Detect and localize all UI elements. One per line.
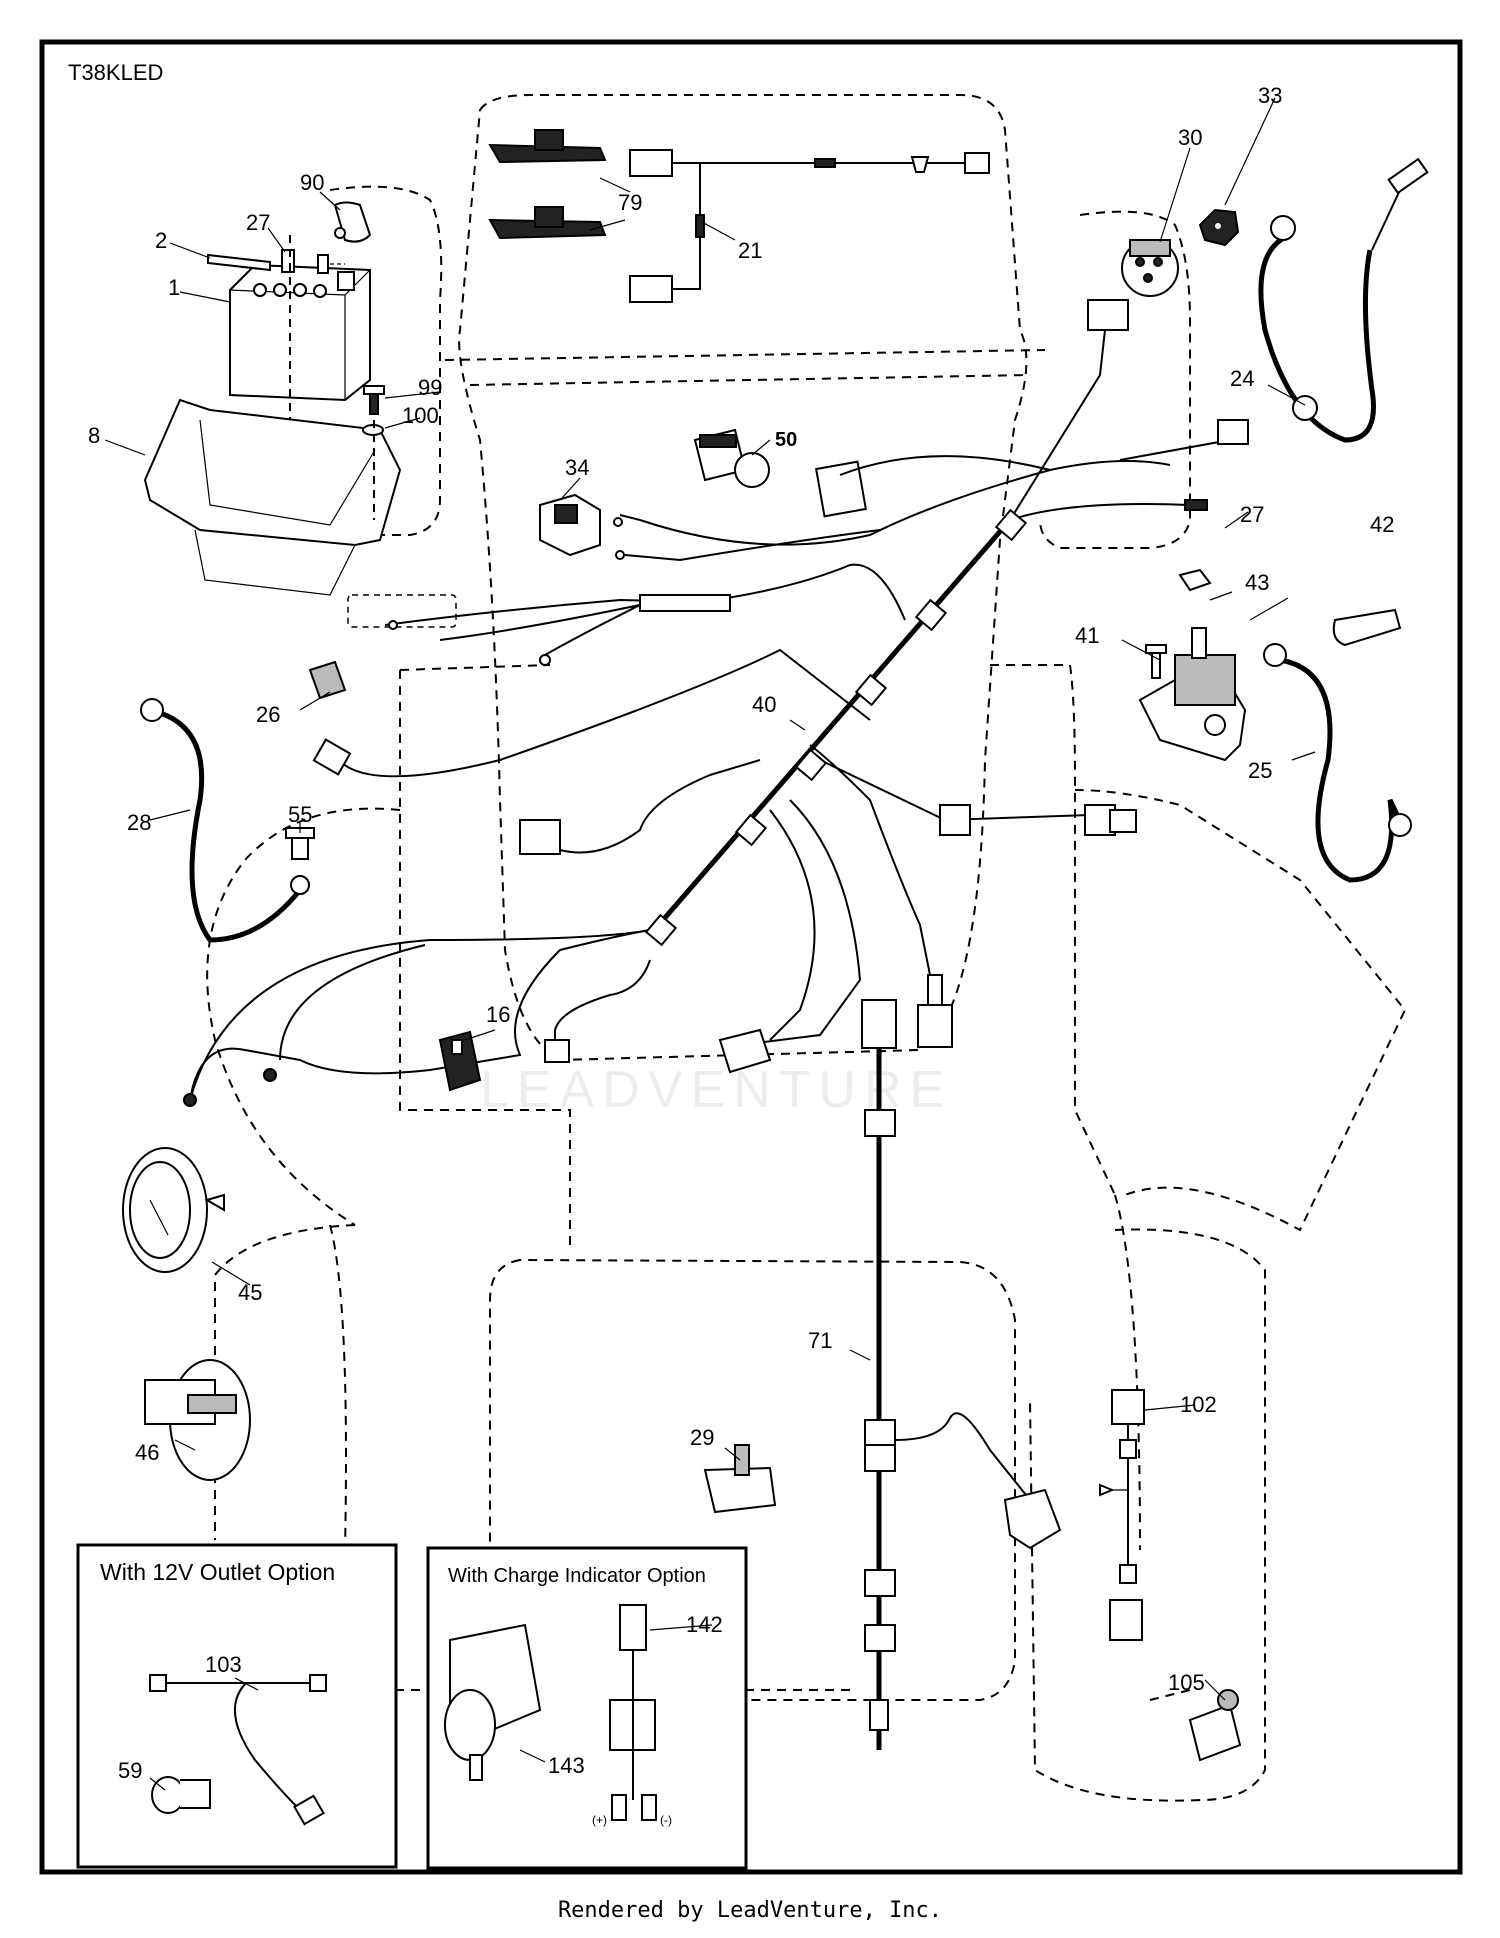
plunger-105 [1188, 1703, 1242, 1762]
battery-cable-25 [1279, 657, 1405, 883]
callout-27b: 27 [1240, 502, 1264, 527]
inset-12v-outlet: With 12V Outlet Option [76, 1543, 398, 1869]
callout-42: 42 [1370, 512, 1394, 537]
ignition-group [1121, 157, 1429, 443]
model-code: T38KLED [68, 60, 163, 85]
callout-26: 26 [256, 702, 280, 727]
callout-79: 79 [618, 190, 642, 215]
callout-34: 34 [565, 455, 589, 480]
inset-12v-title: With 12V Outlet Option [100, 1559, 335, 1585]
callout-43: 43 [1245, 570, 1269, 595]
callout-55: 55 [288, 802, 312, 827]
callout-143: 143 [548, 1753, 585, 1778]
callout-105: 105 [1168, 1670, 1205, 1695]
positive-label: (+) [592, 1813, 607, 1827]
callout-71: 71 [808, 1328, 832, 1353]
callout-90: 90 [300, 170, 324, 195]
callout-46: 46 [135, 1440, 159, 1465]
callout-27a: 27 [246, 210, 270, 235]
callout-33: 33 [1258, 83, 1282, 108]
leader-lines [104, 97, 1316, 1791]
inset-charge-title: With Charge Indicator Option [448, 1565, 706, 1587]
main-harness [183, 299, 1249, 1107]
headlight-group [488, 129, 990, 303]
callout-28: 28 [127, 810, 151, 835]
callout-41: 41 [1075, 623, 1099, 648]
callout-21: 21 [738, 238, 762, 263]
callout-103: 103 [205, 1652, 242, 1677]
callout-24: 24 [1230, 366, 1254, 391]
rear-harness [703, 999, 1242, 1762]
relay [438, 1030, 482, 1092]
callout-45: 45 [238, 1280, 262, 1305]
power-outlet [151, 1776, 185, 1814]
callout-59: 59 [118, 1758, 142, 1783]
ground-cable [159, 710, 302, 943]
terminal-boot [1332, 608, 1402, 647]
left-items [140, 660, 482, 1092]
fuse [308, 660, 347, 700]
inset-charge-indicator: With Charge Indicator Option (+) (-) [426, 1546, 748, 1870]
callout-50: 50 [775, 429, 797, 451]
gauge-group [122, 1147, 251, 1481]
watermark: LEADVENTURE [480, 1061, 953, 1119]
callout-8: 8 [88, 423, 100, 448]
battery-group [143, 201, 402, 596]
dashed-outlines [206, 94, 1407, 1802]
switch-group [539, 428, 868, 557]
callout-40: 40 [752, 692, 776, 717]
callouts: 90 2 27 1 8 99 100 79 21 30 33 24 34 50 … [88, 83, 1394, 1783]
solenoid-group [1138, 568, 1412, 883]
callout-16: 16 [486, 1002, 510, 1027]
diagram-frame [39, 39, 1463, 1875]
footer-credit: Rendered by LeadVenture, Inc. [557, 1898, 943, 1923]
callout-100: 100 [402, 403, 439, 428]
seat-switch [1003, 1488, 1062, 1550]
callout-29: 29 [690, 1425, 714, 1450]
battery-bolt [207, 253, 271, 272]
callout-102: 102 [1180, 1392, 1217, 1417]
callout-2: 2 [155, 228, 167, 253]
negative-label: (-) [660, 1813, 672, 1827]
callout-25: 25 [1248, 758, 1272, 783]
callout-99: 99 [418, 375, 442, 400]
callout-30: 30 [1178, 125, 1202, 150]
callout-1: 1 [168, 275, 180, 300]
decal [814, 460, 868, 518]
battery-cable-24 [1258, 232, 1376, 443]
battery-tray [143, 398, 402, 547]
callout-142: 142 [686, 1612, 723, 1637]
